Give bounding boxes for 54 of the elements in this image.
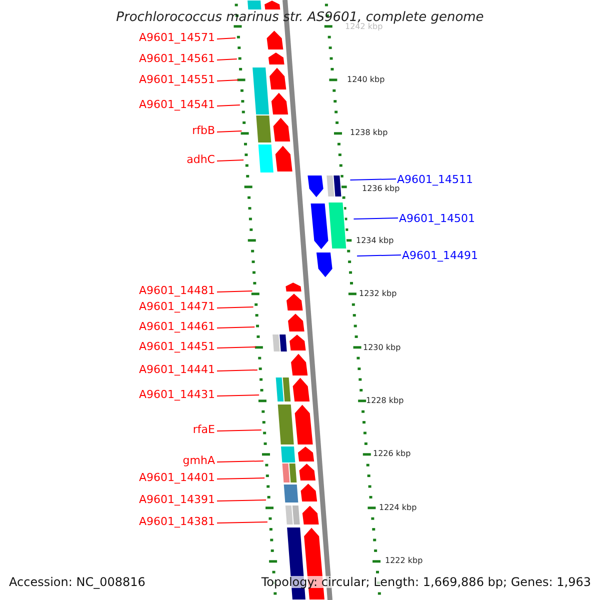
- accession-text: Accession: NC_008816: [9, 576, 146, 588]
- scale-label: 1222 kbp: [385, 557, 423, 565]
- gene-label: rfaE: [192, 424, 215, 435]
- leader-line: [216, 290, 253, 292]
- leader-line: [216, 58, 238, 60]
- gene-label: A9601_14511: [397, 174, 474, 185]
- leader-line: [216, 326, 256, 328]
- leader-line: [216, 500, 266, 502]
- genome-info-text: Topology: circular; Length: 1,669,886 bp; Genes: 1,963: [261, 576, 591, 588]
- leader-line: [353, 218, 398, 220]
- gene-label: A9601_14561: [138, 53, 215, 64]
- scale-label: 1242 kbp: [345, 23, 383, 31]
- gene-label: A9601_14481: [138, 285, 215, 296]
- scale-label: 1240 kbp: [347, 76, 385, 84]
- scale-label: 1232 kbp: [359, 290, 397, 298]
- leader-line: [216, 430, 262, 432]
- gene-label: A9601_14571: [138, 32, 215, 43]
- scale-label: 1234 kbp: [356, 237, 394, 245]
- scale-label: 1238 kbp: [350, 129, 388, 137]
- leader-line: [216, 104, 240, 106]
- gene-label: A9601_14471: [138, 301, 215, 312]
- leader-line: [216, 160, 244, 162]
- scale-label: 1226 kbp: [373, 450, 411, 458]
- gene-label: rfbB: [192, 125, 215, 136]
- leader-line: [216, 346, 256, 348]
- gene-label: A9601_14501: [399, 213, 476, 224]
- map-title: Prochlorococcus marinus str. AS9601, complete genome: [115, 11, 485, 24]
- gene-label: A9601_14431: [138, 389, 215, 400]
- gene-label: A9601_14441: [138, 364, 215, 375]
- gene-label: A9601_14401: [138, 472, 215, 483]
- gene-label: adhC: [186, 154, 215, 165]
- scale-label: 1230 kbp: [363, 344, 401, 352]
- gene-label: A9601_14491: [402, 250, 478, 261]
- gene-label: A9601_14461: [138, 321, 215, 332]
- leader-line: [216, 394, 260, 396]
- scale-label: 1228 kbp: [366, 397, 404, 405]
- leader-line: [216, 478, 266, 480]
- leader-line: [216, 38, 236, 40]
- leader-line: [216, 306, 254, 308]
- leader-line: [216, 522, 268, 524]
- gene-label: A9601_14381: [138, 516, 215, 527]
- leader-line: [216, 80, 239, 82]
- gene-label: gmhA: [182, 455, 215, 466]
- leader-line: [216, 370, 258, 372]
- gene-label: A9601_14541: [138, 99, 215, 110]
- leader-line: [216, 130, 242, 132]
- leader-line: [350, 178, 396, 180]
- gene-label: A9601_14551: [138, 74, 215, 85]
- gene-label: A9601_14391: [138, 494, 215, 505]
- leader-line: [356, 254, 402, 256]
- leader-line: [216, 460, 264, 462]
- scale-label: 1236 kbp: [362, 185, 400, 193]
- scale-label: 1224 kbp: [379, 504, 417, 512]
- gene-label: A9601_14451: [138, 341, 215, 352]
